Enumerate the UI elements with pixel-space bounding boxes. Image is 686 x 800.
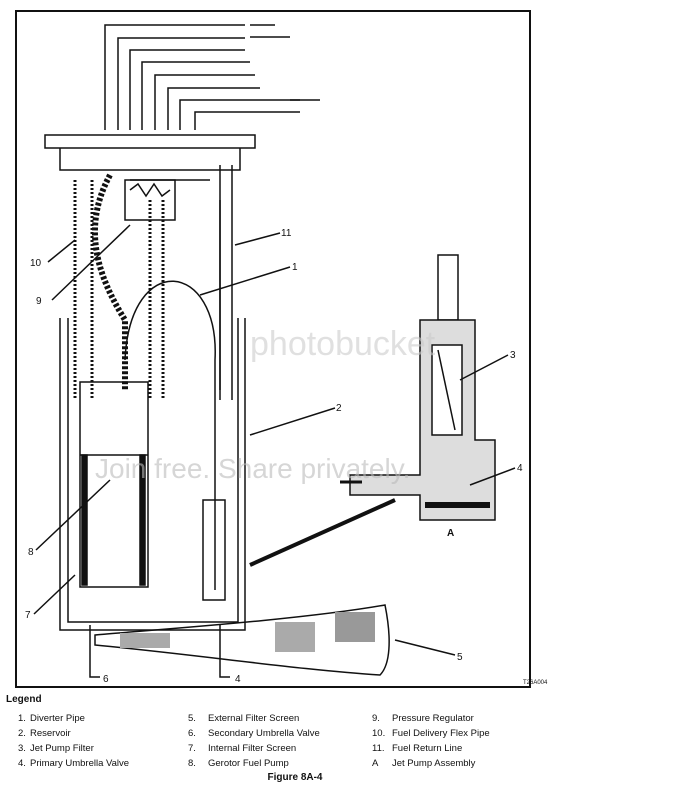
figure-caption: Figure 8A-4: [267, 772, 323, 783]
legend-column-1: 1. Diverter Pipe 2. Reservoir 3. Jet Pump F…: [18, 711, 129, 771]
callout-11: 11: [281, 228, 292, 239]
callout-2: 2: [336, 403, 342, 414]
fuel-pump-module-diagram: 10 9 11 1 2 3 4 A 8 7 6 4 5 photobucket …: [25, 24, 523, 685]
callout-4-detail: 4: [517, 463, 523, 474]
legend-num: 2.: [18, 728, 26, 739]
legend-text: Fuel Delivery Flex Pipe: [392, 728, 490, 739]
legend-num: 5.: [188, 713, 196, 724]
flex-pipe: [92, 173, 128, 390]
watermark-logo: photobucket: [250, 325, 436, 363]
callout-10: 10: [30, 258, 42, 269]
return-line: [219, 165, 233, 400]
legend-item: 9. Pressure Regulator: [372, 711, 490, 726]
legend-text: Diverter Pipe: [30, 713, 85, 724]
gerotor-fuel-pump: [79, 381, 149, 588]
jet-pump-assembly-detail: [249, 254, 496, 567]
legend-item: 5. External Filter Screen: [188, 711, 320, 726]
legend-item: 7. Internal Filter Screen: [188, 741, 320, 756]
legend-num: 7.: [188, 743, 196, 754]
legend-text: Fuel Return Line: [392, 743, 463, 754]
callout-a: A: [447, 528, 454, 539]
watermark-slogan: Join free. Share privately.: [95, 453, 410, 484]
legend-item: A Jet Pump Assembly: [372, 756, 490, 771]
legend-item: 8. Gerotor Fuel Pump: [188, 756, 320, 771]
legend-num: 6.: [188, 728, 196, 739]
figure-code: T26A004: [523, 680, 548, 686]
callout-3: 3: [510, 350, 516, 361]
diagram-frame: [15, 10, 531, 688]
legend-num: 1.: [18, 713, 26, 724]
callout-7: 7: [25, 610, 31, 621]
callout-5: 5: [457, 652, 463, 663]
callout-6: 6: [103, 674, 109, 685]
legend-title: Legend: [6, 694, 42, 705]
legend-num: 11.: [372, 743, 385, 754]
legend-column-3: 9. Pressure Regulator 10. Fuel Delivery Fl…: [372, 711, 490, 771]
outlet-pipes: [104, 24, 300, 130]
legend-item: 10. Fuel Delivery Flex Pipe: [372, 726, 490, 741]
callout-8: 8: [28, 547, 34, 558]
legend-text: Primary Umbrella Valve: [30, 758, 130, 769]
legend-text: Secondary Umbrella Valve: [208, 728, 320, 739]
legend-num: A: [372, 758, 379, 769]
callout-1: 1: [292, 262, 298, 273]
legend-text: Internal Filter Screen: [208, 743, 297, 754]
legend-num: 3.: [18, 743, 26, 754]
legend-num: 4.: [18, 758, 26, 769]
legend-item: 6. Secondary Umbrella Valve: [188, 726, 320, 741]
legend-num: 8.: [188, 758, 196, 769]
legend-text: Jet Pump Filter: [30, 743, 94, 754]
diverter-pipe: [124, 280, 216, 590]
legend-text: Pressure Regulator: [392, 713, 474, 724]
callout-4: 4: [235, 674, 241, 685]
legend-num: 9.: [372, 713, 380, 724]
legend-text: Jet Pump Assembly: [392, 758, 476, 769]
legend-item: 3. Jet Pump Filter: [18, 741, 129, 756]
callout-9: 9: [36, 296, 42, 307]
legend-item: 2. Reservoir: [18, 726, 129, 741]
external-filter-screen: [94, 604, 390, 676]
legend-num: 10.: [372, 728, 386, 739]
legend-column-2: 5. External Filter Screen 6. Secondary Umb…: [188, 711, 320, 771]
legend-item: 1. Diverter Pipe: [18, 711, 129, 726]
legend-text: Gerotor Fuel Pump: [208, 758, 289, 769]
legend-text: External Filter Screen: [208, 713, 300, 724]
mounting-flange: [44, 134, 256, 171]
legend-text: Reservoir: [30, 728, 71, 739]
legend-item: 4. Primary Umbrella Valve: [18, 756, 129, 771]
legend-item: 11. Fuel Return Line: [372, 741, 490, 756]
